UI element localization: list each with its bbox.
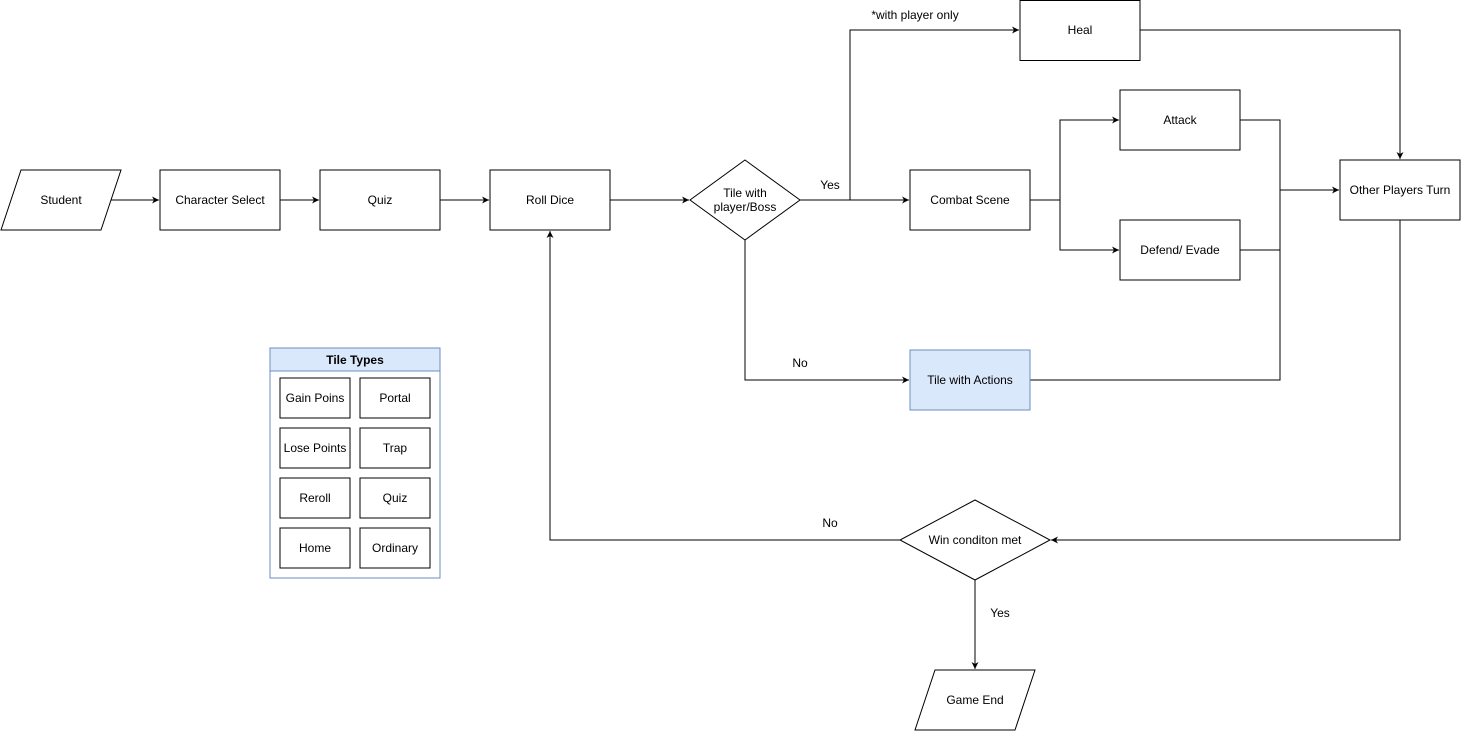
legend-item-box [279, 377, 351, 419]
edge-combat-to-attack [1030, 116, 1119, 201]
node-heal[interactable]: Heal [1019, 0, 1141, 61]
legend-header [269, 347, 441, 372]
edge-tile-actions-merge [1030, 250, 1281, 381]
node-game-end[interactable]: Game End [914, 669, 1036, 731]
edge-combat-to-defend [1059, 200, 1119, 254]
node-combat-scene-label: Combat Scene [930, 193, 1010, 207]
legend-item-label: Reroll [299, 491, 330, 505]
node-roll-dice-label: Roll Dice [526, 193, 574, 207]
edge-defend-merge [1240, 190, 1281, 251]
edge-attack-merge [1240, 119, 1281, 190]
node-student-label: Student [40, 193, 82, 207]
node-quiz-label: Quiz [368, 193, 393, 207]
legend-item-label: Quiz [383, 491, 408, 505]
node-student[interactable]: Student [0, 169, 122, 231]
node-attack-label: Attack [1163, 113, 1197, 127]
label-no-tile-actions: No [792, 356, 808, 370]
legend-item-label: Home [299, 541, 331, 555]
node-combat-scene[interactable]: Combat Scene [909, 169, 1031, 231]
edges [111, 26, 1404, 669]
edge-win-no-to-roll-dice [546, 231, 900, 541]
legend-item-label: Gain Poins [286, 391, 345, 405]
node-tile-with-actions-label: Tile with Actions [927, 373, 1013, 387]
node-defend-evade-label: Defend/ Evade [1140, 243, 1220, 257]
tile-types-legend: Tile Types Gain Poins Portal Lose Points… [269, 347, 441, 579]
legend-item-box [359, 377, 431, 419]
node-win-condition[interactable]: Win conditon met [898, 499, 1052, 581]
label-yes-end: Yes [990, 606, 1010, 620]
legend-item-box [359, 477, 431, 519]
legend-item-box [279, 477, 351, 519]
node-other-players-turn[interactable]: Other Players Turn [1339, 159, 1461, 221]
legend-item-label: Ordinary [372, 541, 418, 555]
legend-item-box [359, 427, 431, 469]
legend-item-label: Lose Points [284, 441, 347, 455]
edge-labels: *with player only Yes No No Yes [792, 8, 1009, 620]
node-quiz[interactable]: Quiz [319, 169, 441, 231]
legend-item-box [359, 527, 431, 569]
node-tile-decision-label-line2: player/Boss [714, 200, 777, 214]
node-tile-with-actions[interactable]: Tile with Actions [909, 349, 1031, 411]
edge-decision-no-to-tile-actions [744, 240, 909, 384]
edge-other-players-to-win [1051, 220, 1401, 544]
edge-heal-to-other-players [1140, 29, 1404, 159]
node-roll-dice[interactable]: Roll Dice [489, 169, 611, 231]
legend-item-label: Portal [379, 391, 410, 405]
node-tile-decision-label-line1: Tile with [723, 186, 767, 200]
node-character-select-label: Character Select [175, 193, 265, 207]
node-tile-decision[interactable]: Tile with player/Boss [689, 159, 801, 241]
legend-item-label: Trap [383, 441, 408, 455]
node-other-players-turn-label: Other Players Turn [1350, 183, 1451, 197]
node-game-end-label: Game End [946, 693, 1003, 707]
edge-decision-to-heal [849, 26, 1019, 200]
label-no-loop: No [822, 516, 838, 530]
node-heal-label: Heal [1068, 23, 1093, 37]
node-defend-evade[interactable]: Defend/ Evade [1119, 219, 1241, 281]
label-with-player-only: *with player only [871, 8, 958, 22]
node-attack[interactable]: Attack [1119, 89, 1241, 151]
legend-item-box [279, 527, 351, 569]
label-yes-combat: Yes [820, 178, 840, 192]
legend-item-box [279, 427, 351, 469]
node-character-select[interactable]: Character Select [159, 169, 281, 231]
node-win-condition-label: Win conditon met [929, 533, 1022, 547]
legend-title: Tile Types [326, 353, 384, 367]
